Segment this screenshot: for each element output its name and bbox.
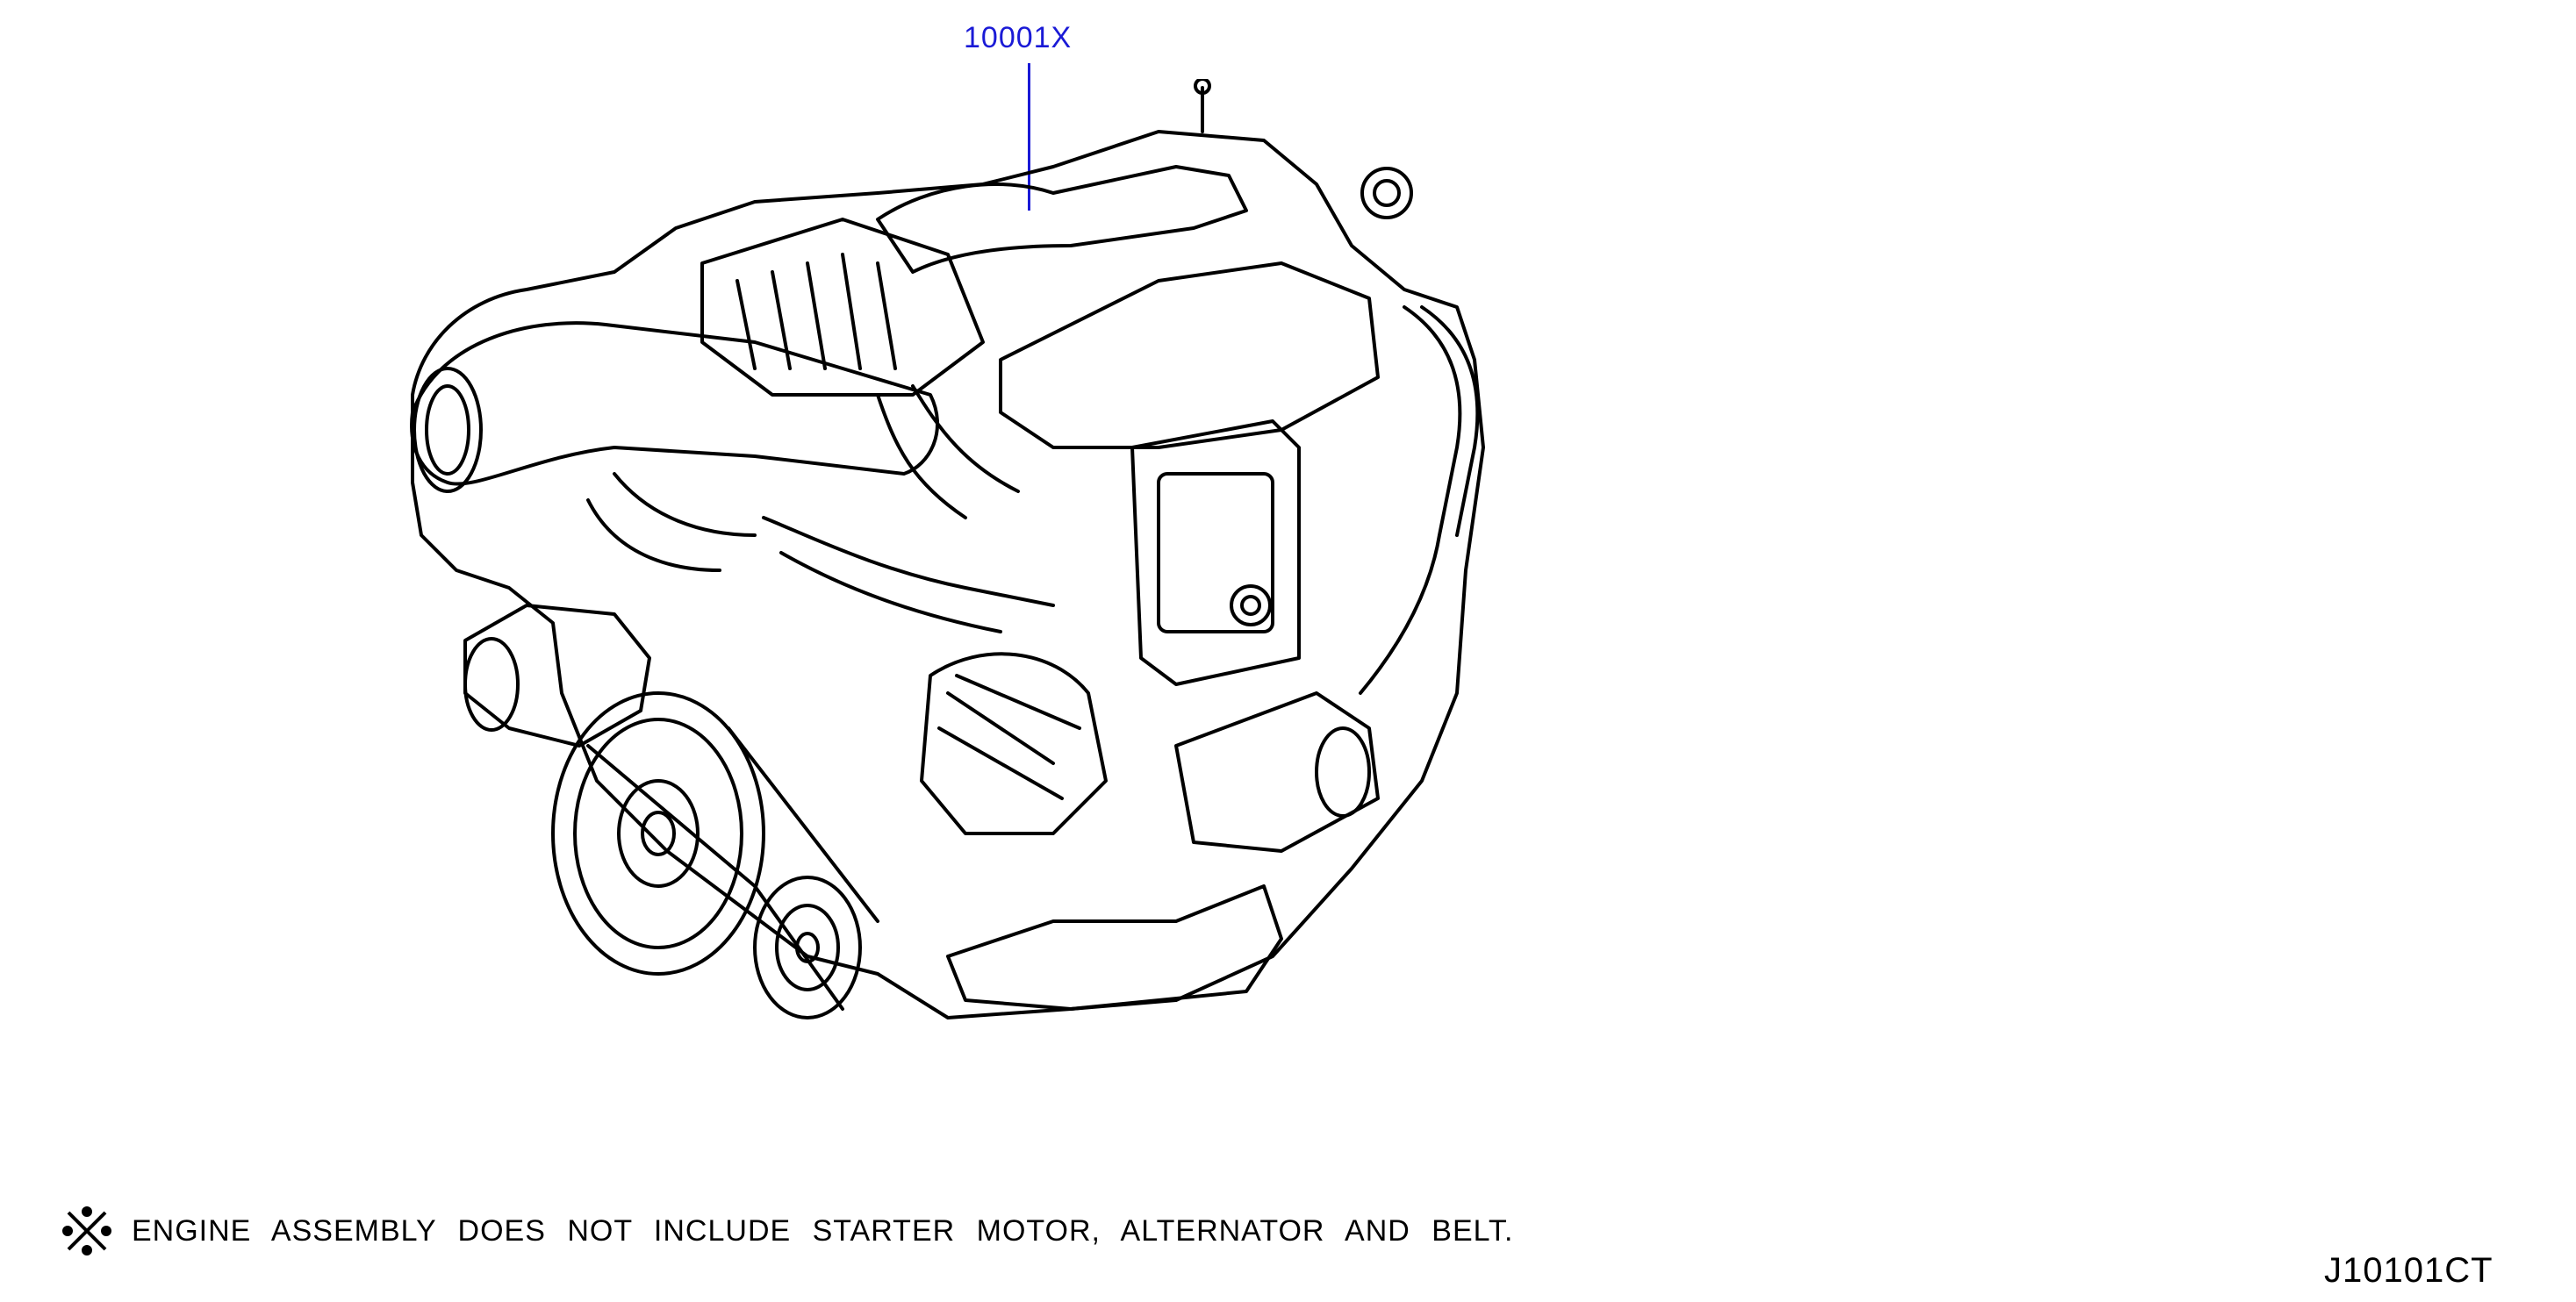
crank-pulley (551, 691, 765, 976)
reference-mark-icon (62, 1206, 111, 1256)
air-duct (463, 604, 651, 748)
callout-leader-line (1028, 63, 1030, 211)
footnote: ENGINE ASSEMBLY DOES NOT INCLUDE STARTER… (61, 1205, 1513, 1256)
upper-coolant-pipe (876, 165, 1248, 274)
intake-opening (413, 367, 483, 493)
valve-cover (700, 218, 985, 397)
oil-pan (946, 884, 1283, 1011)
engine-assembly-illustration (410, 79, 1485, 1019)
diagram-code: J10101CT (2324, 1251, 2493, 1290)
oil-filler-cap (1360, 167, 1413, 219)
engine-cover (999, 261, 1380, 449)
alternator (920, 652, 1108, 835)
right-hose (1359, 305, 1462, 695)
intake-pipe (410, 321, 939, 486)
part-callout-10001x[interactable]: 10001X (964, 21, 1073, 54)
idler-pulley (753, 876, 862, 1019)
ecm-module (1130, 419, 1301, 686)
starter-motor (1174, 691, 1380, 853)
drive-belt (586, 726, 879, 1011)
engine-outline (411, 130, 1485, 1019)
note-text: ENGINE ASSEMBLY DOES NOT INCLUDE STARTER… (132, 1213, 1514, 1248)
